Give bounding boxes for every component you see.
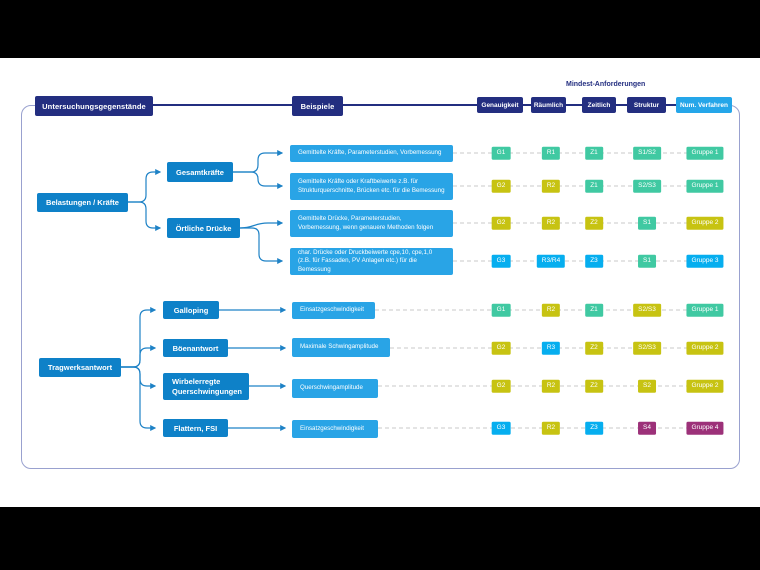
badge-raeumlich: R2 [541,379,561,393]
header-connector-line [35,104,731,106]
example-box: Querschwingamplitude [292,379,378,398]
column-header-genauigkeit: Genauigkeit [477,97,523,113]
badge-genauigkeit: G1 [491,303,511,317]
example-box: Gemittelte Kräfte, Parameterstudien, Vor… [290,145,453,162]
badge-gruppe: Gruppe 2 [686,341,724,355]
node-tragwerksantwort: Tragwerksantwort [39,358,121,377]
badge-genauigkeit: G2 [491,216,511,230]
badge-struktur: S1 [638,216,656,230]
column-header-num-verfahren: Num. Verfahren [676,97,732,113]
badge-struktur: S1 [638,254,656,268]
badge-gruppe: Gruppe 4 [686,421,724,435]
badge-struktur: S2/S3 [633,341,661,355]
example-box: Gemittelte Kräfte oder Kraftbeiwerte z.B… [290,173,453,200]
badge-zeitlich: Z1 [585,303,603,317]
node-wirbelerregte-querschwingungen: Wirbelerregte Querschwingungen [163,373,249,400]
node-belastungen-kraefte: Belastungen / Kräfte [37,193,128,212]
badge-genauigkeit: G3 [491,421,511,435]
badge-struktur: S4 [638,421,656,435]
badge-gruppe: Gruppe 2 [686,216,724,230]
badge-raeumlich: R3 [541,341,561,355]
badge-genauigkeit: G2 [491,179,511,193]
badge-raeumlich: R1 [541,146,561,160]
badge-zeitlich: Z2 [585,341,603,355]
badge-gruppe: Gruppe 3 [686,254,724,268]
badge-gruppe: Gruppe 1 [686,179,724,193]
node-oertliche-druecke: Örtliche Drücke [167,218,240,238]
badge-zeitlich: Z2 [585,379,603,393]
example-box: Einsatzgeschwindigkeit [292,302,375,319]
node-flattern-fsi: Flattern, FSI [163,419,228,437]
column-header-untersuchungsgegenstaende: Untersuchungsgegenstände [35,96,153,116]
badge-zeitlich: Z3 [585,421,603,435]
example-box: char. Drücke oder Druckbeiwerte cpe,10, … [290,248,453,275]
column-header-struktur: Struktur [627,97,666,113]
badge-raeumlich: R2 [541,421,561,435]
badge-genauigkeit: G2 [491,379,511,393]
badge-struktur: S2 [638,379,656,393]
badge-zeitlich: Z1 [585,146,603,160]
badge-struktur: S1/S2 [633,146,661,160]
node-galloping: Galloping [163,301,219,319]
badge-struktur: S2/S3 [633,303,661,317]
badge-genauigkeit: G3 [491,254,511,268]
badge-raeumlich: R3/R4 [536,254,566,268]
badge-gruppe: Gruppe 2 [686,379,724,393]
example-box: Maximale Schwingamplitude [292,338,390,357]
column-header-zeitlich: Zeitlich [582,97,616,113]
badge-zeitlich: Z2 [585,216,603,230]
badge-genauigkeit: G1 [491,146,511,160]
badge-gruppe: Gruppe 1 [686,303,724,317]
badge-raeumlich: R2 [541,303,561,317]
badge-zeitlich: Z3 [585,254,603,268]
column-header-beispiele: Beispiele [292,96,343,116]
column-header-raeumlich: Räumlich [531,97,566,113]
example-box: Gemittelte Drücke, Parameterstudien, Vor… [290,210,453,237]
badge-raeumlich: R2 [541,179,561,193]
node-boeenantwort: Böenantwort [163,339,228,357]
badge-zeitlich: Z1 [585,179,603,193]
badge-struktur: S2/S3 [633,179,661,193]
badge-gruppe: Gruppe 1 [686,146,724,160]
node-gesamtkraefte: Gesamtkräfte [167,162,233,182]
slide-background [0,58,760,507]
badge-genauigkeit: G2 [491,341,511,355]
requirements-title: Mindest-Anforderungen [566,81,646,88]
example-box: Einsatzgeschwindigkeit [292,420,378,438]
badge-raeumlich: R2 [541,216,561,230]
